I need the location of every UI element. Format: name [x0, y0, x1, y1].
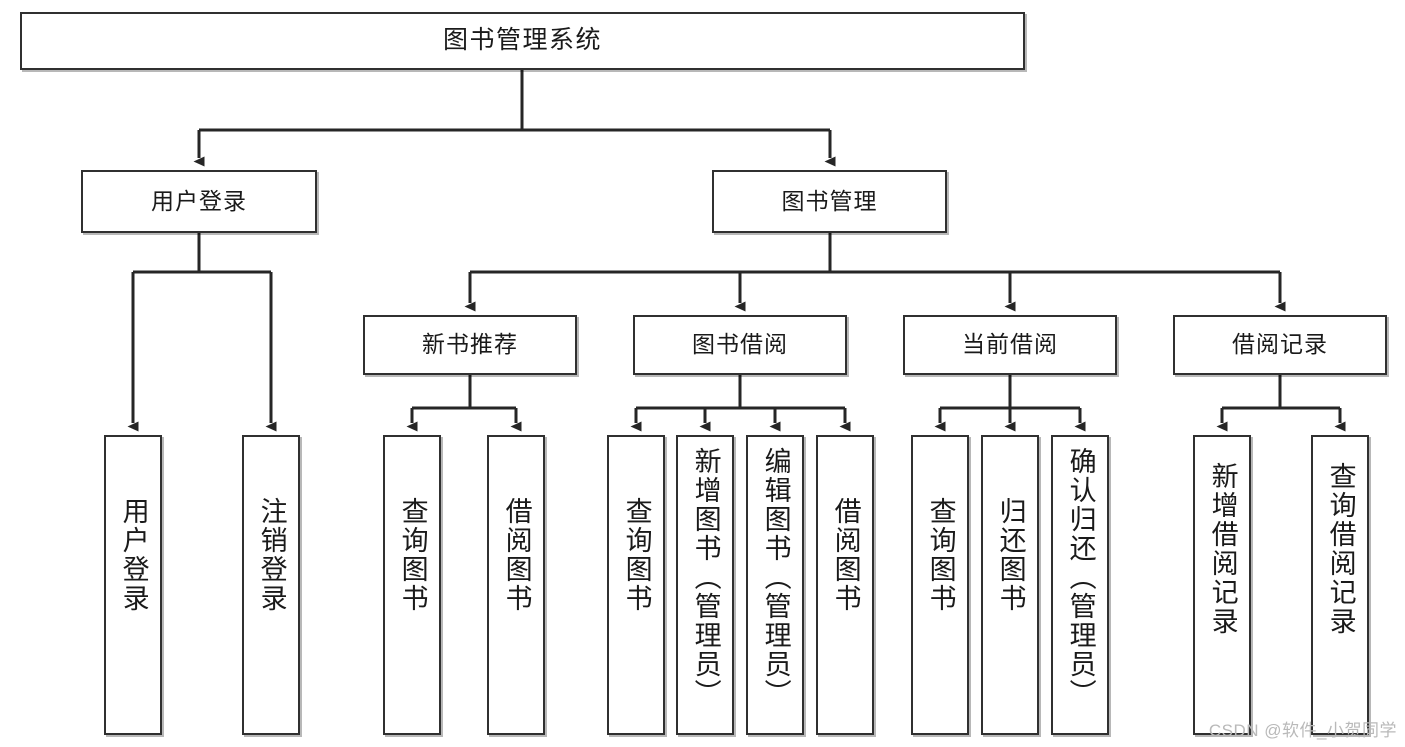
node-borrow-record-label: 借阅记录 — [1232, 331, 1328, 358]
node-leaf-user-login-label: 用户登录 — [118, 497, 149, 613]
node-leaf-return-book[interactable]: 归还图书 — [981, 435, 1039, 735]
node-leaf-logout-label: 注销登录 — [256, 497, 287, 613]
node-leaf-query-book-bb-label: 查询图书 — [621, 497, 652, 613]
node-leaf-logout[interactable]: 注销登录 — [242, 435, 300, 735]
node-leaf-query-book-cb-label: 查询图书 — [925, 497, 956, 613]
node-leaf-borrow-book-bb-label: 借阅图书 — [830, 497, 861, 613]
node-leaf-confirm-return[interactable]: 确认归还（管理员） — [1051, 435, 1109, 735]
node-current-borrow-label: 当前借阅 — [962, 331, 1058, 358]
node-user-login-label: 用户登录 — [151, 187, 247, 214]
node-borrow-record[interactable]: 借阅记录 — [1173, 315, 1387, 375]
node-leaf-borrow-book-nb-label: 借阅图书 — [501, 497, 532, 613]
node-book-management[interactable]: 图书管理 — [712, 170, 947, 233]
node-user-login[interactable]: 用户登录 — [81, 170, 317, 233]
node-leaf-borrow-book-nb[interactable]: 借阅图书 — [487, 435, 545, 735]
node-leaf-query-book-bb[interactable]: 查询图书 — [607, 435, 665, 735]
node-leaf-query-borrow-record[interactable]: 查询借阅记录 — [1311, 435, 1369, 735]
node-leaf-query-book-cb[interactable]: 查询图书 — [911, 435, 969, 735]
node-leaf-query-borrow-record-label: 查询借阅记录 — [1325, 462, 1356, 636]
node-leaf-edit-book[interactable]: 编辑图书（管理员） — [746, 435, 804, 735]
node-leaf-edit-book-label: 编辑图书（管理员） — [760, 447, 791, 708]
node-root-system[interactable]: 图书管理系统 — [20, 12, 1025, 70]
node-leaf-add-borrow-record[interactable]: 新增借阅记录 — [1193, 435, 1251, 735]
node-leaf-confirm-return-label: 确认归还（管理员） — [1065, 447, 1096, 708]
node-book-management-label: 图书管理 — [781, 187, 878, 214]
node-new-book-recommend[interactable]: 新书推荐 — [363, 315, 577, 375]
node-current-borrow[interactable]: 当前借阅 — [903, 315, 1117, 375]
node-leaf-user-login[interactable]: 用户登录 — [104, 435, 162, 735]
node-leaf-return-book-label: 归还图书 — [995, 497, 1026, 613]
node-leaf-query-book-nb-label: 查询图书 — [397, 497, 428, 613]
csdn-watermark: CSDN @软件_小贺同学 — [1208, 721, 1397, 740]
node-root-label: 图书管理系统 — [442, 26, 602, 55]
node-leaf-add-book-label: 新增图书（管理员） — [690, 447, 721, 708]
node-leaf-add-borrow-record-label: 新增借阅记录 — [1207, 462, 1238, 636]
node-leaf-add-book[interactable]: 新增图书（管理员） — [676, 435, 734, 735]
node-leaf-borrow-book-bb[interactable]: 借阅图书 — [816, 435, 874, 735]
node-leaf-query-book-nb[interactable]: 查询图书 — [383, 435, 441, 735]
node-book-borrow[interactable]: 图书借阅 — [633, 315, 847, 375]
node-book-borrow-label: 图书借阅 — [692, 331, 788, 358]
node-new-book-recommend-label: 新书推荐 — [422, 331, 518, 358]
